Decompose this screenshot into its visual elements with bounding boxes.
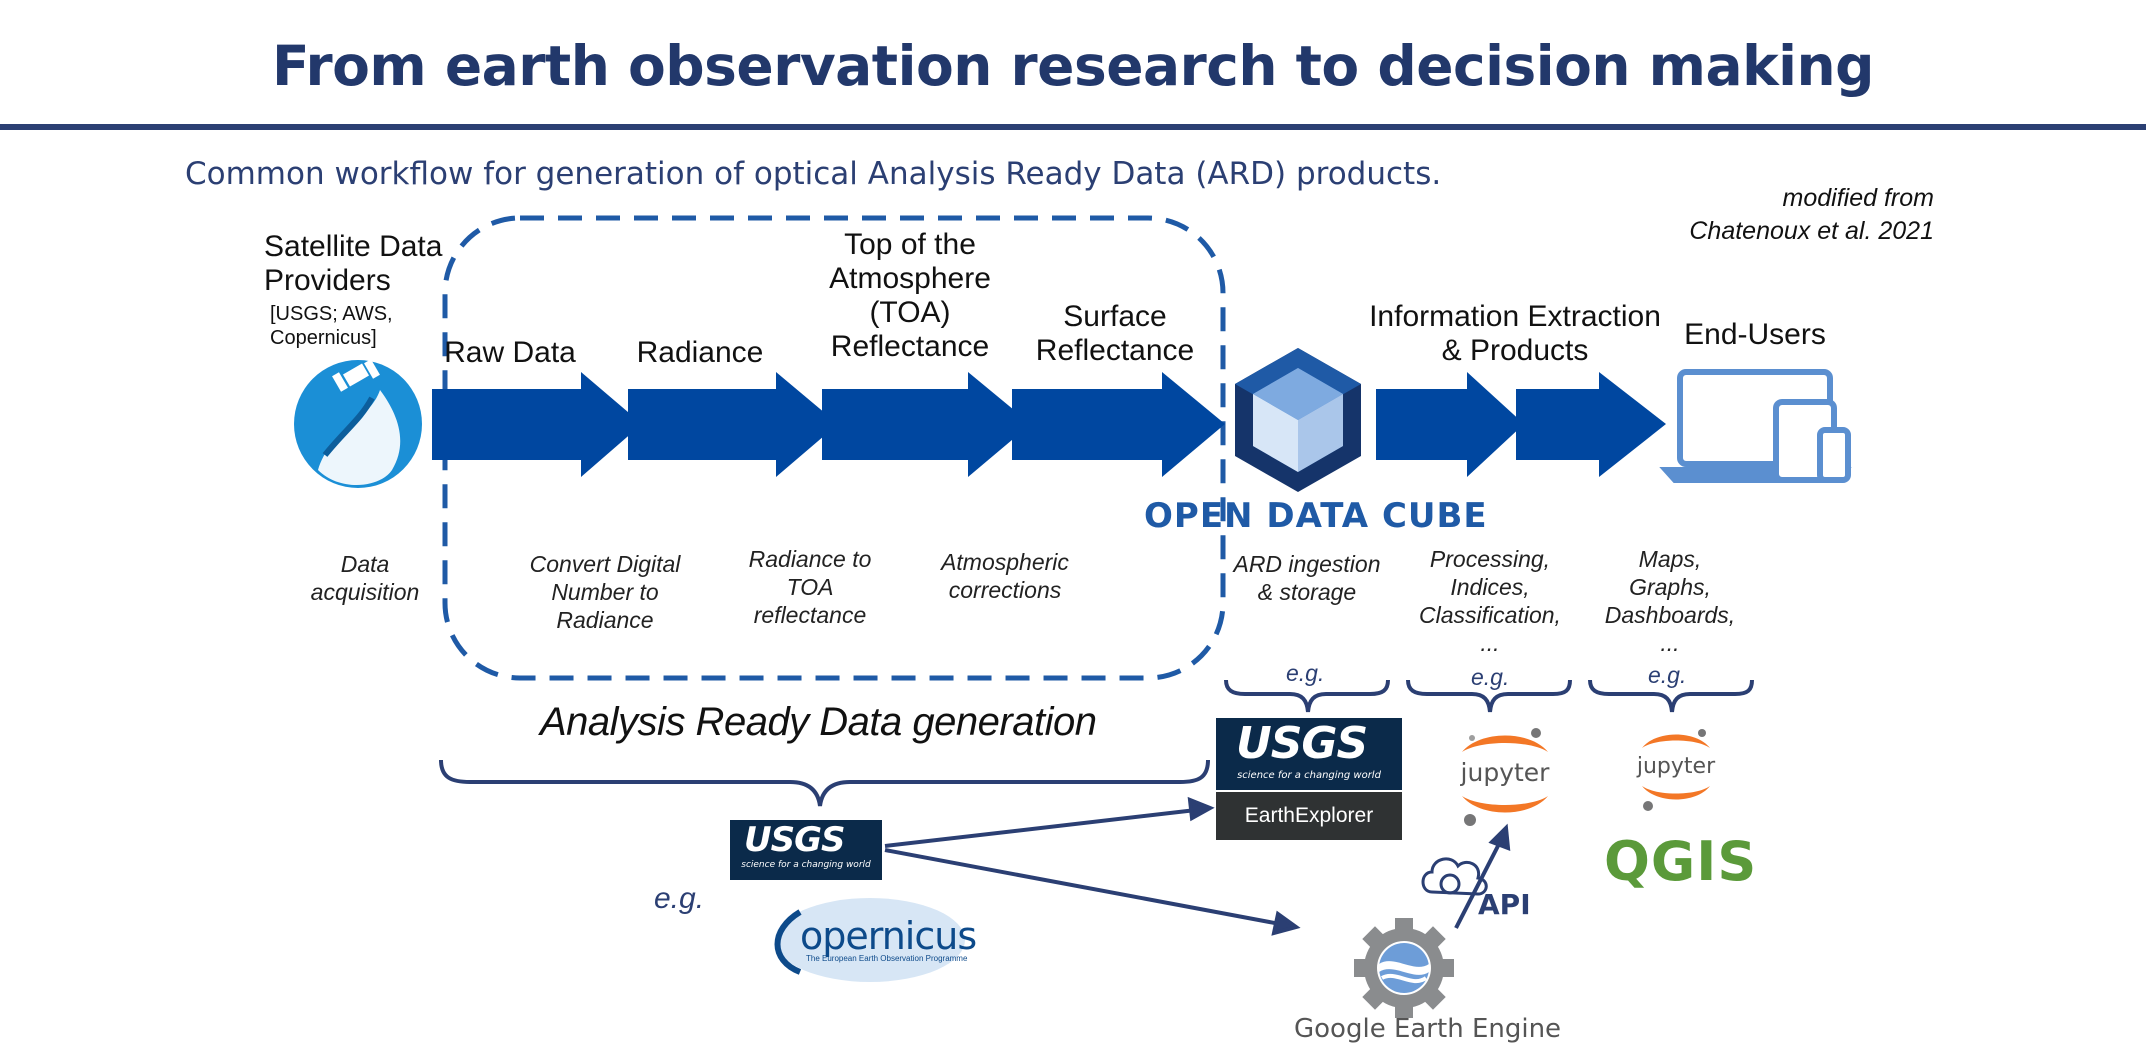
desc-line: Classification, bbox=[1419, 602, 1561, 628]
jupyter-icon-2 bbox=[1642, 729, 1710, 811]
desc-line: ... bbox=[1480, 630, 1500, 656]
desc-line: Convert Digital bbox=[529, 551, 681, 577]
providers-desc-line2: acquisition bbox=[310, 579, 420, 605]
eg-label-odc: e.g. bbox=[1286, 660, 1325, 686]
eg-label-info: e.g. bbox=[1471, 664, 1510, 690]
subtitle: Common workflow for generation of optica… bbox=[185, 156, 1442, 192]
stage-label: Radiance bbox=[636, 336, 764, 369]
desc-line: Maps, bbox=[1638, 546, 1702, 572]
desc-line: TOA bbox=[786, 574, 834, 600]
odc-desc-line2: & storage bbox=[1257, 579, 1357, 605]
arrow-info-1 bbox=[1376, 372, 1524, 477]
stage-label: Raw Data bbox=[444, 336, 576, 369]
desc-line: Radiance bbox=[556, 607, 654, 633]
earthexplorer-label[interactable]: EarthExplorer bbox=[1216, 792, 1402, 840]
providers-sub-line2: Copernicus] bbox=[270, 327, 377, 349]
eg-label-endusers: e.g. bbox=[1648, 662, 1687, 688]
desc-line: Graphs, bbox=[1629, 574, 1711, 600]
jupyter-label-1[interactable]: jupyter bbox=[1460, 758, 1550, 787]
gear-icon bbox=[1354, 918, 1454, 1018]
providers-desc-line1: Data bbox=[340, 551, 390, 577]
brace-endusers bbox=[1588, 679, 1754, 713]
stage-label: Reflectance bbox=[830, 330, 990, 363]
info-title-line1: Information Extraction bbox=[1369, 300, 1661, 333]
stage-label: Surface bbox=[1063, 300, 1167, 333]
desc-line: Dashboards, bbox=[1604, 602, 1736, 628]
credit-note: modified from Chatenoux et al. 2021 bbox=[1689, 182, 1934, 248]
api-arrow bbox=[1454, 823, 1511, 929]
copernicus-logo[interactable]: opernicus bbox=[800, 914, 977, 958]
jupyter-icon-1 bbox=[1462, 728, 1548, 826]
eg-label-providers: e.g. bbox=[654, 882, 705, 915]
stage-surface-reflectance: Surface Reflectance bbox=[1015, 300, 1215, 368]
devices-icon bbox=[1659, 369, 1852, 483]
qgis-logo[interactable]: QGIS bbox=[1604, 830, 1758, 893]
usgs-tagline: science for a changing world bbox=[741, 860, 871, 870]
info-description: Processing, Indices, Classification, ... bbox=[1400, 545, 1580, 657]
desc-line: Radiance to bbox=[748, 546, 872, 572]
providers-description: Data acquisition bbox=[280, 550, 450, 606]
api-label[interactable]: API bbox=[1478, 888, 1531, 921]
arrow-chain bbox=[432, 372, 1666, 477]
providers-sub-line1: [USGS; AWS, bbox=[270, 303, 393, 325]
copernicus-tagline: The European Earth Observation Programme bbox=[806, 954, 968, 963]
api-cloud-icon bbox=[1421, 857, 1488, 896]
stage-label: Reflectance bbox=[1035, 334, 1195, 367]
credit-line-2: Chatenoux et al. 2021 bbox=[1689, 217, 1934, 245]
brace-info bbox=[1406, 679, 1572, 713]
ard-generation-label: Analysis Ready Data generation bbox=[540, 700, 1097, 744]
desc-line: Number to bbox=[551, 579, 659, 605]
stage-raw-data: Raw Data bbox=[420, 336, 600, 370]
arrow-surface bbox=[1012, 372, 1225, 477]
stage-label: Atmosphere bbox=[829, 262, 991, 295]
desc-raw-data: Convert Digital Number to Radiance bbox=[510, 550, 700, 634]
page-title: From earth observation research to decis… bbox=[271, 34, 1875, 98]
odc-description: ARD ingestion & storage bbox=[1222, 550, 1392, 606]
arrow-raw-data bbox=[432, 372, 642, 477]
copernicus-icon bbox=[774, 898, 965, 982]
usgs-logo-small[interactable]: USGS science for a changing world bbox=[730, 820, 882, 880]
desc-line: reflectance bbox=[753, 602, 867, 628]
google-earth-engine-label[interactable]: Google Earth Engine bbox=[1294, 1014, 1562, 1044]
desc-toa: Atmospheric corrections bbox=[915, 548, 1095, 604]
desc-line: ... bbox=[1660, 630, 1680, 656]
providers-title-line1: Satellite Data bbox=[264, 230, 443, 263]
arrow-radiance bbox=[628, 372, 838, 477]
info-title-line2: & Products bbox=[1441, 334, 1589, 367]
desc-radiance: Radiance to TOA reflectance bbox=[720, 545, 900, 629]
brace-odc bbox=[1224, 679, 1390, 713]
info-extraction-title: Information Extraction & Products bbox=[1350, 300, 1680, 368]
endusers-title: End-Users bbox=[1684, 318, 1826, 351]
credit-line-1: modified from bbox=[1782, 184, 1934, 212]
usgs-connectors bbox=[884, 796, 1301, 936]
usgs-mark: USGS bbox=[1236, 718, 1368, 769]
arrow-info-2 bbox=[1516, 372, 1666, 477]
desc-line: Atmospheric bbox=[941, 549, 1069, 575]
stage-radiance: Radiance bbox=[610, 336, 790, 370]
satellite-globe-icon bbox=[294, 359, 422, 488]
odc-label: OPEN DATA CUBE bbox=[1144, 496, 1488, 536]
usgs-logo-earthexplorer[interactable]: USGS science for a changing world bbox=[1216, 718, 1402, 790]
stage-label: Top of the bbox=[844, 228, 976, 261]
endusers-description: Maps, Graphs, Dashboards, ... bbox=[1580, 545, 1760, 657]
arrow-toa bbox=[822, 372, 1031, 477]
braces bbox=[439, 679, 1754, 807]
odc-desc-line1: ARD ingestion bbox=[1233, 551, 1381, 577]
usgs-tagline: science for a changing world bbox=[1237, 770, 1381, 781]
open-data-cube-icon bbox=[1235, 348, 1361, 492]
usgs-mark: USGS bbox=[744, 820, 846, 860]
desc-line: Processing, bbox=[1429, 546, 1551, 572]
providers-title: Satellite Data Providers bbox=[264, 230, 464, 298]
brace-ard bbox=[439, 759, 1210, 807]
header-divider bbox=[0, 124, 2146, 130]
providers-title-line2: Providers bbox=[264, 264, 391, 297]
jupyter-label-2[interactable]: jupyter bbox=[1636, 754, 1716, 779]
stage-toa-reflectance: Top of the Atmosphere (TOA) Reflectance bbox=[800, 228, 1020, 364]
desc-line: Indices, bbox=[1450, 574, 1530, 600]
providers-subtitle: [USGS; AWS, Copernicus] bbox=[270, 302, 393, 350]
desc-line: corrections bbox=[948, 577, 1062, 603]
stage-label: (TOA) bbox=[869, 296, 951, 329]
